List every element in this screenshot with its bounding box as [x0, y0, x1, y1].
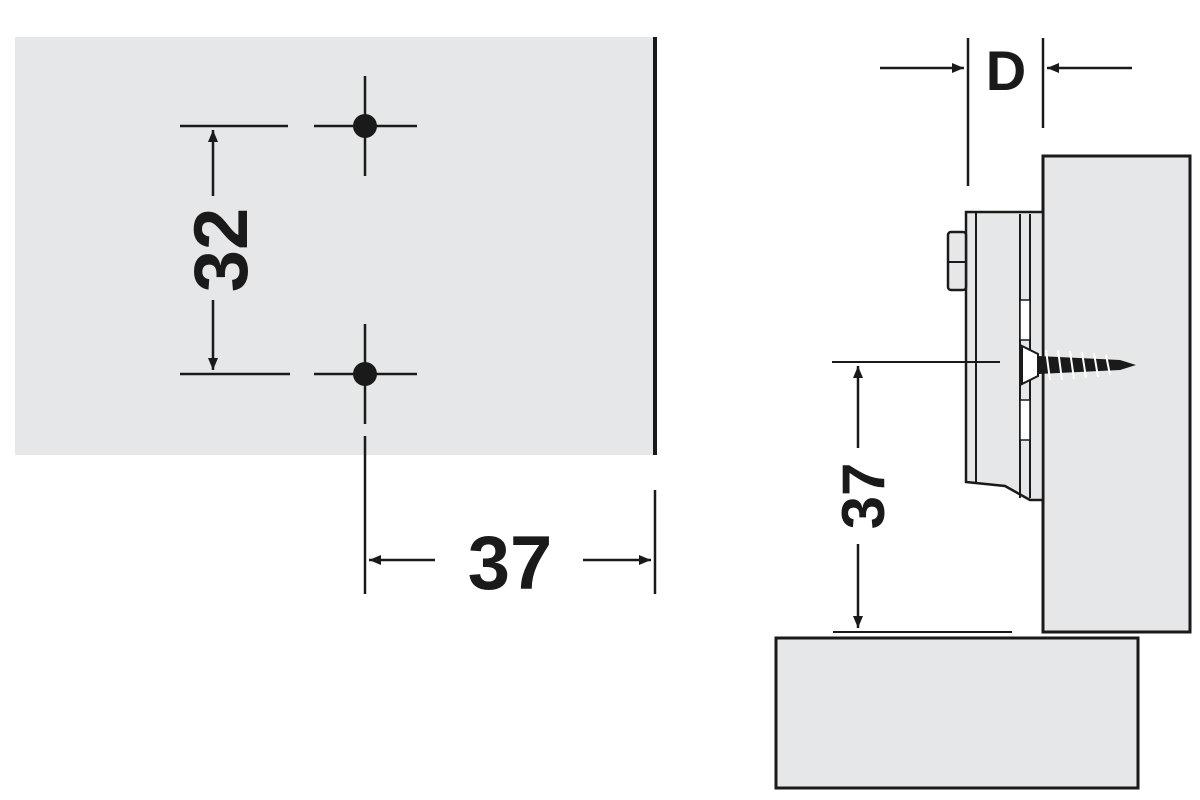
mounting-hole-bottom — [314, 324, 417, 424]
mounting-hole-top — [314, 76, 417, 176]
side-view: D 37 — [774, 38, 1192, 790]
hole-spacing-label: 32 — [179, 208, 264, 293]
side-height-label: 37 — [830, 463, 897, 530]
cabinet-side-section — [1041, 154, 1192, 634]
mounting-plate — [946, 210, 1045, 502]
cabinet-bottom-section — [774, 636, 1140, 790]
cabinet-side-panel — [15, 37, 655, 455]
fixing-screw — [1021, 344, 1136, 386]
front-view: 32 37 — [15, 37, 657, 606]
edge-distance-dimension: 37 — [363, 436, 657, 606]
side-height-dimension: 37 — [830, 366, 1012, 633]
depth-dimension: D — [880, 38, 1132, 186]
depth-label: D — [986, 39, 1026, 102]
edge-distance-label: 37 — [468, 521, 553, 606]
hole-spacing-dimension: 32 — [179, 124, 290, 376]
